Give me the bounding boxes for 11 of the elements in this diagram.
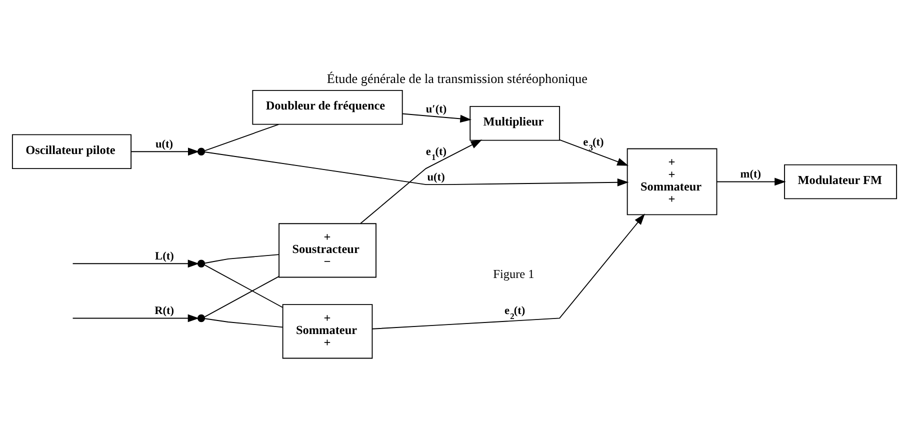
diagram-title: Étude générale de la transmission stéréophonique	[326, 71, 588, 86]
edge-label: e$_{2}$(t)	[504, 305, 526, 322]
edge-label: L(t)	[155, 250, 174, 262]
edge-label: u(t)	[427, 171, 445, 184]
edge-label: e$_{1}$(t)	[426, 146, 447, 162]
caption: Figure 1	[493, 267, 534, 282]
edge-label: e$_{3}$(t)	[583, 136, 604, 153]
edge-label: m(t)	[740, 168, 761, 181]
edge-label: R(t)	[154, 305, 174, 318]
edge-label: u′(t)	[426, 104, 447, 116]
edge-label: u(t)	[156, 138, 174, 150]
